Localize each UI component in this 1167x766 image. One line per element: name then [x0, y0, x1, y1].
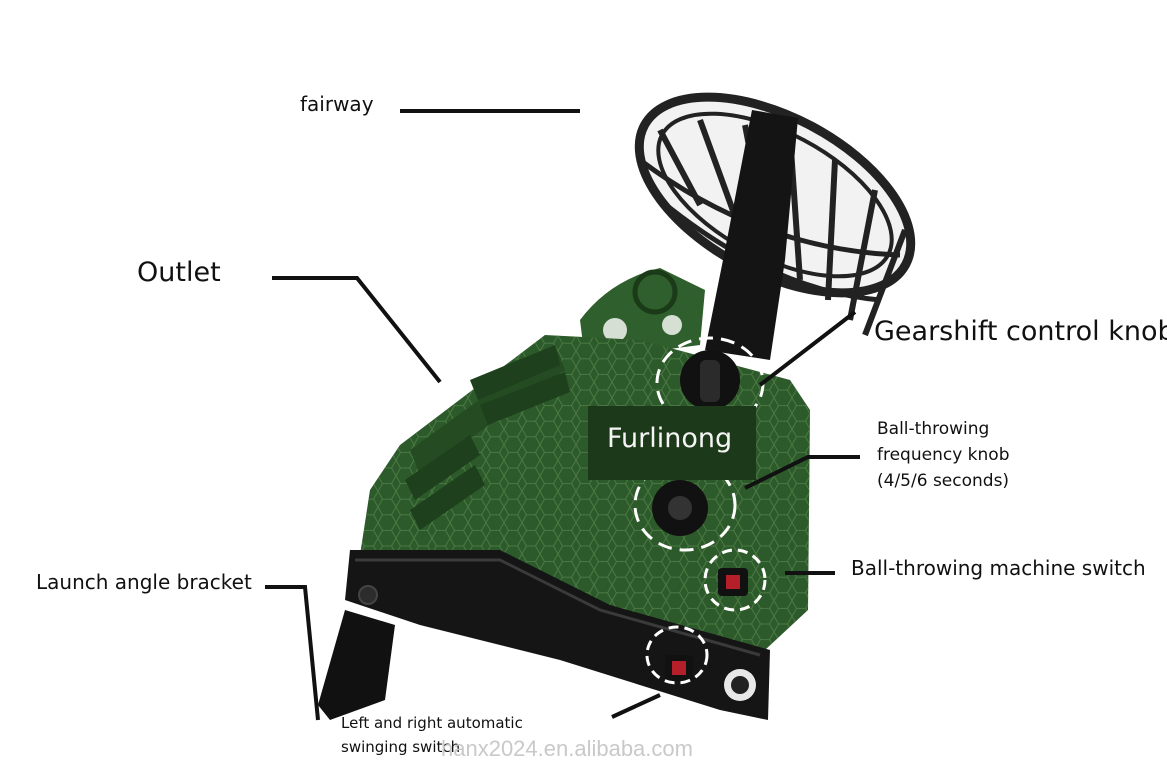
switch-label: Ball-throwing machine switch [851, 556, 1146, 580]
brand-plate [588, 406, 756, 480]
leader-outlet [272, 276, 442, 384]
swing-switch-label: Left and right automatic swinging switch [341, 714, 523, 756]
brand-label: Furlinong [607, 423, 733, 454]
outlet-label: Outlet [137, 257, 221, 288]
machine-switch [703, 548, 767, 612]
fairway-tube [705, 110, 798, 360]
bracket-label: Launch angle bracket [36, 570, 252, 594]
fairway-label: fairway [300, 92, 374, 116]
launch-angle-bracket [318, 610, 395, 720]
leader-gearshift [758, 310, 857, 387]
swing-switch [645, 625, 709, 685]
watermark: hanx2024.en.alibaba.com [441, 736, 693, 761]
rear-cap [580, 268, 705, 360]
leader-swing [611, 693, 661, 719]
gearshift-label: Gearshift control knob [874, 316, 1167, 347]
frequency-label: Ball-throwing frequency knob (4/5/6 seco… [877, 419, 1010, 491]
leader-lines [265, 109, 860, 721]
machine-base [345, 550, 770, 720]
leader-frequency [744, 455, 860, 490]
frequency-knob [633, 458, 737, 552]
leader-bracket [265, 585, 320, 721]
